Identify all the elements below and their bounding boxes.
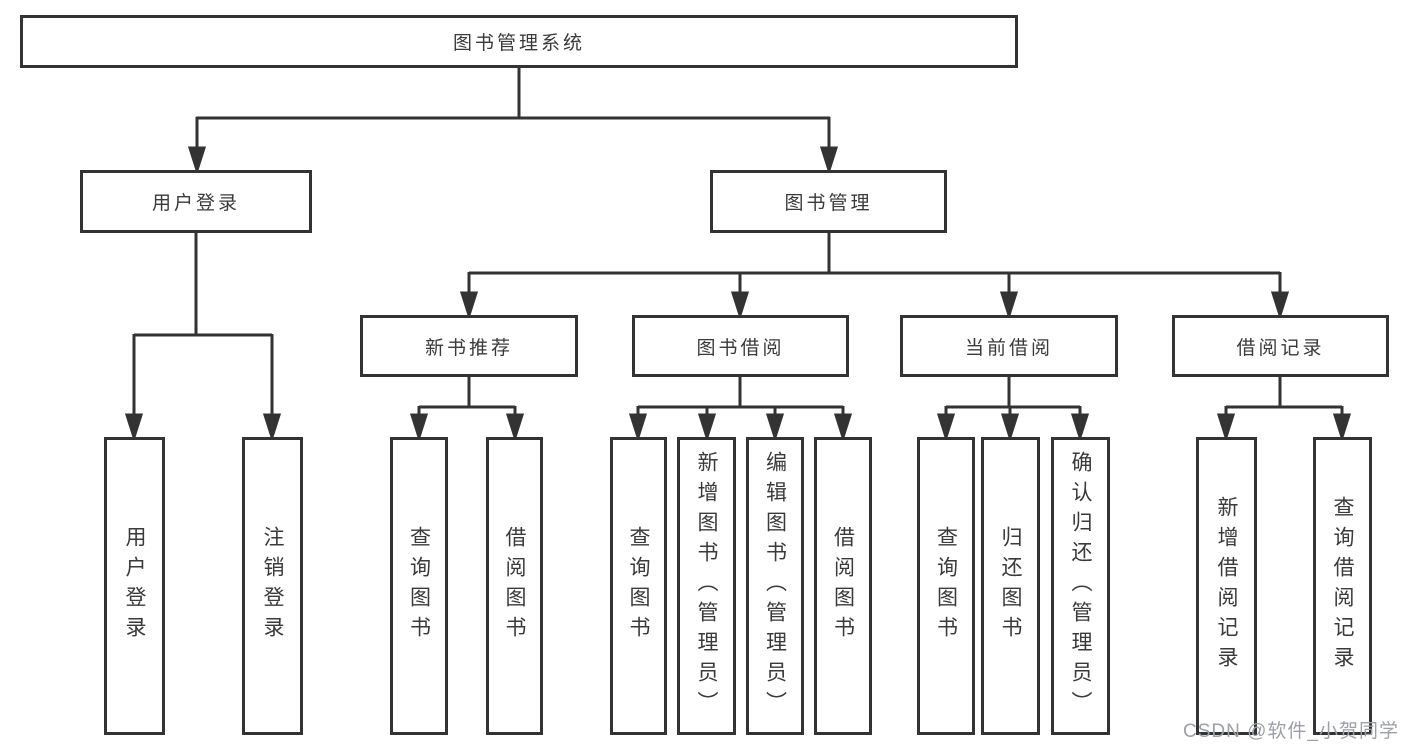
leaf-borrow-add-book-admin: 新增图书（管理员） [677,437,736,735]
leaf-records-add-record: 新增借阅记录 [1196,437,1257,735]
node-book-management-branch: 图书管理 [710,170,947,233]
csdn-watermark: CSDN @软件_小贺同学 [1183,721,1399,742]
leaf-recommend-query-book: 查询图书 [390,437,448,735]
node-user-login-branch: 用户登录 [80,170,312,233]
leaf-borrow-borrow-book: 借阅图书 [814,437,872,735]
leaf-logout: 注销登录 [242,437,303,735]
leaf-user-login: 用户登录 [104,437,165,735]
leaf-borrow-edit-book-admin: 编辑图书（管理员） [746,437,804,735]
leaf-current-query-book: 查询图书 [917,437,975,735]
leaf-recommend-borrow-book: 借阅图书 [486,437,543,735]
node-root-system: 图书管理系统 [20,15,1018,68]
node-new-book-recommend: 新书推荐 [360,315,578,377]
leaf-records-query-record: 查询借阅记录 [1313,437,1372,735]
leaf-current-return-book: 归还图书 [981,437,1040,735]
leaf-current-confirm-return-admin: 确认归还（管理员） [1051,437,1110,735]
node-book-borrow: 图书借阅 [632,315,849,377]
node-current-borrow: 当前借阅 [900,315,1118,377]
leaf-borrow-query-book: 查询图书 [610,437,667,735]
node-borrow-records: 借阅记录 [1172,315,1389,377]
